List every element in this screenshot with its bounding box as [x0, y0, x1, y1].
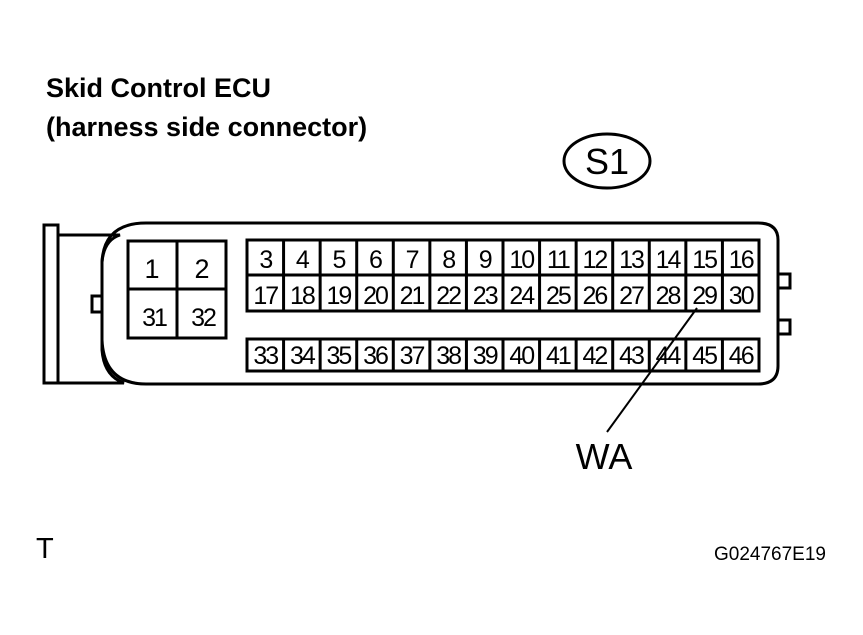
terminal-7: 7 [406, 246, 419, 274]
terminal-23: 23 [473, 282, 498, 310]
terminal-2: 2 [194, 254, 209, 284]
lower-terminal-grid [245, 337, 761, 373]
terminal-45: 45 [692, 342, 717, 370]
terminal-41: 41 [546, 342, 571, 370]
terminal-22: 22 [436, 282, 461, 310]
terminal-1: 1 [144, 254, 159, 284]
terminal-35: 35 [327, 342, 352, 370]
terminal-14: 14 [656, 246, 682, 274]
terminal-29: 29 [692, 282, 717, 310]
terminal-13: 13 [619, 246, 644, 274]
wire-color-label: WA [576, 436, 633, 477]
terminal-28: 28 [656, 282, 681, 310]
terminal-18: 18 [290, 282, 315, 310]
terminal-21: 21 [400, 282, 425, 310]
terminal-34: 34 [290, 342, 316, 370]
terminal-40: 40 [509, 342, 534, 370]
terminal-17: 17 [253, 282, 278, 310]
terminal-16: 16 [729, 246, 754, 274]
connector-housing [42, 221, 792, 386]
figure-code: G024767E19 [714, 544, 826, 565]
terminal-row-2: 17 18 19 20 21 22 23 24 25 26 27 28 29 30 [253, 282, 755, 310]
terminal-3: 3 [259, 246, 272, 274]
terminal-24: 24 [509, 282, 535, 310]
terminal-36: 36 [363, 342, 388, 370]
leader-line [606, 307, 698, 433]
terminal-9: 9 [479, 246, 492, 274]
terminal-31: 31 [142, 304, 167, 332]
terminal-20: 20 [363, 282, 388, 310]
terminal-4: 4 [296, 246, 310, 274]
terminal-26: 26 [583, 282, 608, 310]
terminal-11: 11 [547, 246, 570, 274]
terminal-32: 32 [191, 304, 216, 332]
connector-code-ellipse [562, 132, 652, 190]
terminal-19: 19 [327, 282, 352, 310]
diagram-title-line1: Skid Control ECU [46, 73, 272, 103]
terminal-46: 46 [729, 342, 754, 370]
terminal-37: 37 [400, 342, 425, 370]
terminal-15: 15 [692, 246, 717, 274]
terminal-38: 38 [436, 342, 461, 370]
terminal-43: 43 [619, 342, 644, 370]
upper-terminal-grid [245, 238, 761, 313]
connector-code-label: S1 [585, 141, 629, 182]
small-terminal-block [126, 239, 228, 340]
terminal-12: 12 [583, 246, 608, 274]
view-mark: T [36, 533, 54, 565]
terminal-42: 42 [583, 342, 608, 370]
terminal-33: 33 [253, 342, 278, 370]
terminal-8: 8 [442, 246, 455, 274]
terminal-27: 27 [619, 282, 644, 310]
terminal-6: 6 [369, 246, 382, 274]
terminal-10: 10 [509, 246, 534, 274]
terminal-25: 25 [546, 282, 571, 310]
terminal-5: 5 [332, 246, 345, 274]
diagram-title-line2: (harness side connector) [46, 112, 368, 142]
terminal-39: 39 [473, 342, 498, 370]
terminal-30: 30 [729, 282, 754, 310]
